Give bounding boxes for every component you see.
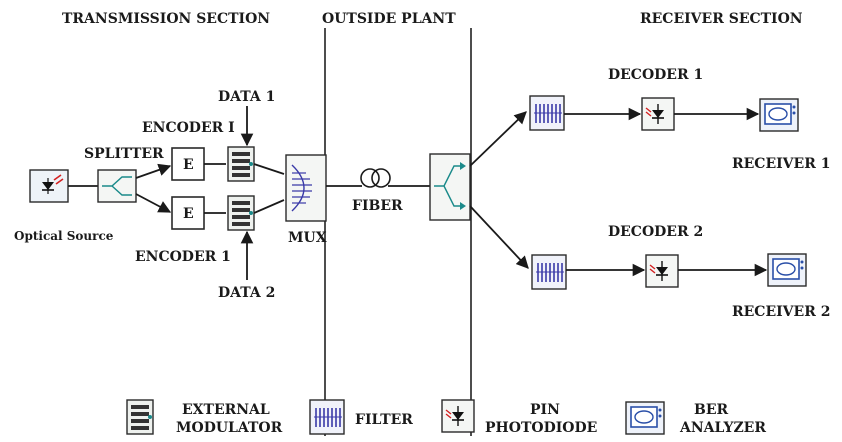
fiber-coil-icon [360,168,391,188]
ber-analyzer1-icon [759,98,799,132]
legend-filter-icon [309,399,345,435]
filter2-icon [531,254,567,290]
transmission-section-title: TRANSMISSION SECTION [62,11,270,27]
external-modulator-bottom-icon [227,195,255,231]
encoder-bottom-box [171,196,205,230]
legend-pin-label-line2: PHOTODIODE [485,420,597,436]
splitter-icon [97,169,137,203]
legend-ber-label-line1: BER [694,402,729,418]
encoder-top-box [171,147,205,181]
data2-label: DATA 2 [218,285,275,301]
fiber-label: FIBER [352,198,403,214]
legend: EXTERNAL MODULATOR FILTER PIN PHOTODIODE… [126,399,766,436]
receiver2-label: RECEIVER 2 [732,304,830,320]
ber-analyzer2-icon [767,253,807,287]
encoder-bottom-label: ENCODER 1 [135,249,231,265]
decoder2-label: DECODER 2 [608,224,703,240]
pin-photodiode2-icon [645,254,679,288]
mux-icon [285,154,327,222]
legend-pin-icon [441,399,475,433]
wire-splitter-encoder-top [135,163,172,179]
encoder-top-symbol: E [183,157,194,173]
legend-ber-icon [625,401,665,435]
wire-demux-filter1 [469,111,527,167]
wire-splitter-encoder-bottom [135,193,172,213]
receiver1-label: RECEIVER 1 [732,156,830,172]
wire-demux-filter2 [469,205,529,269]
legend-external-label-line2: MODULATOR [176,420,283,436]
splitter-label: SPLITTER [84,146,164,162]
receiver-section-title: RECEIVER SECTION [640,11,803,27]
external-modulator-top-icon [227,146,255,182]
wire-modulator-mux-top [253,163,285,175]
data1-label: DATA 1 [218,89,275,105]
legend-ber-label-line2: ANALYZER [679,420,766,436]
decoder1-label: DECODER 1 [608,67,703,83]
wire-modulator-mux-bottom [253,199,285,214]
demux-icon [429,153,471,221]
encoder-bottom-symbol: E [183,206,194,222]
legend-pin-label-line1: PIN [530,402,560,418]
legend-external-modulator-icon [126,399,154,435]
laser-diode-icon [29,169,69,203]
encoder-top-label: ENCODER I [142,120,235,136]
legend-external-label-line1: EXTERNAL [182,402,270,418]
legend-filter-label: FILTER [355,412,413,428]
mux-label: MUX [288,230,327,246]
pin-photodiode1-icon [641,97,675,131]
optical-source-label: Optical Source [14,229,114,243]
filter1-icon [529,95,565,131]
outside-plant-title: OUTSIDE PLANT [322,11,456,27]
